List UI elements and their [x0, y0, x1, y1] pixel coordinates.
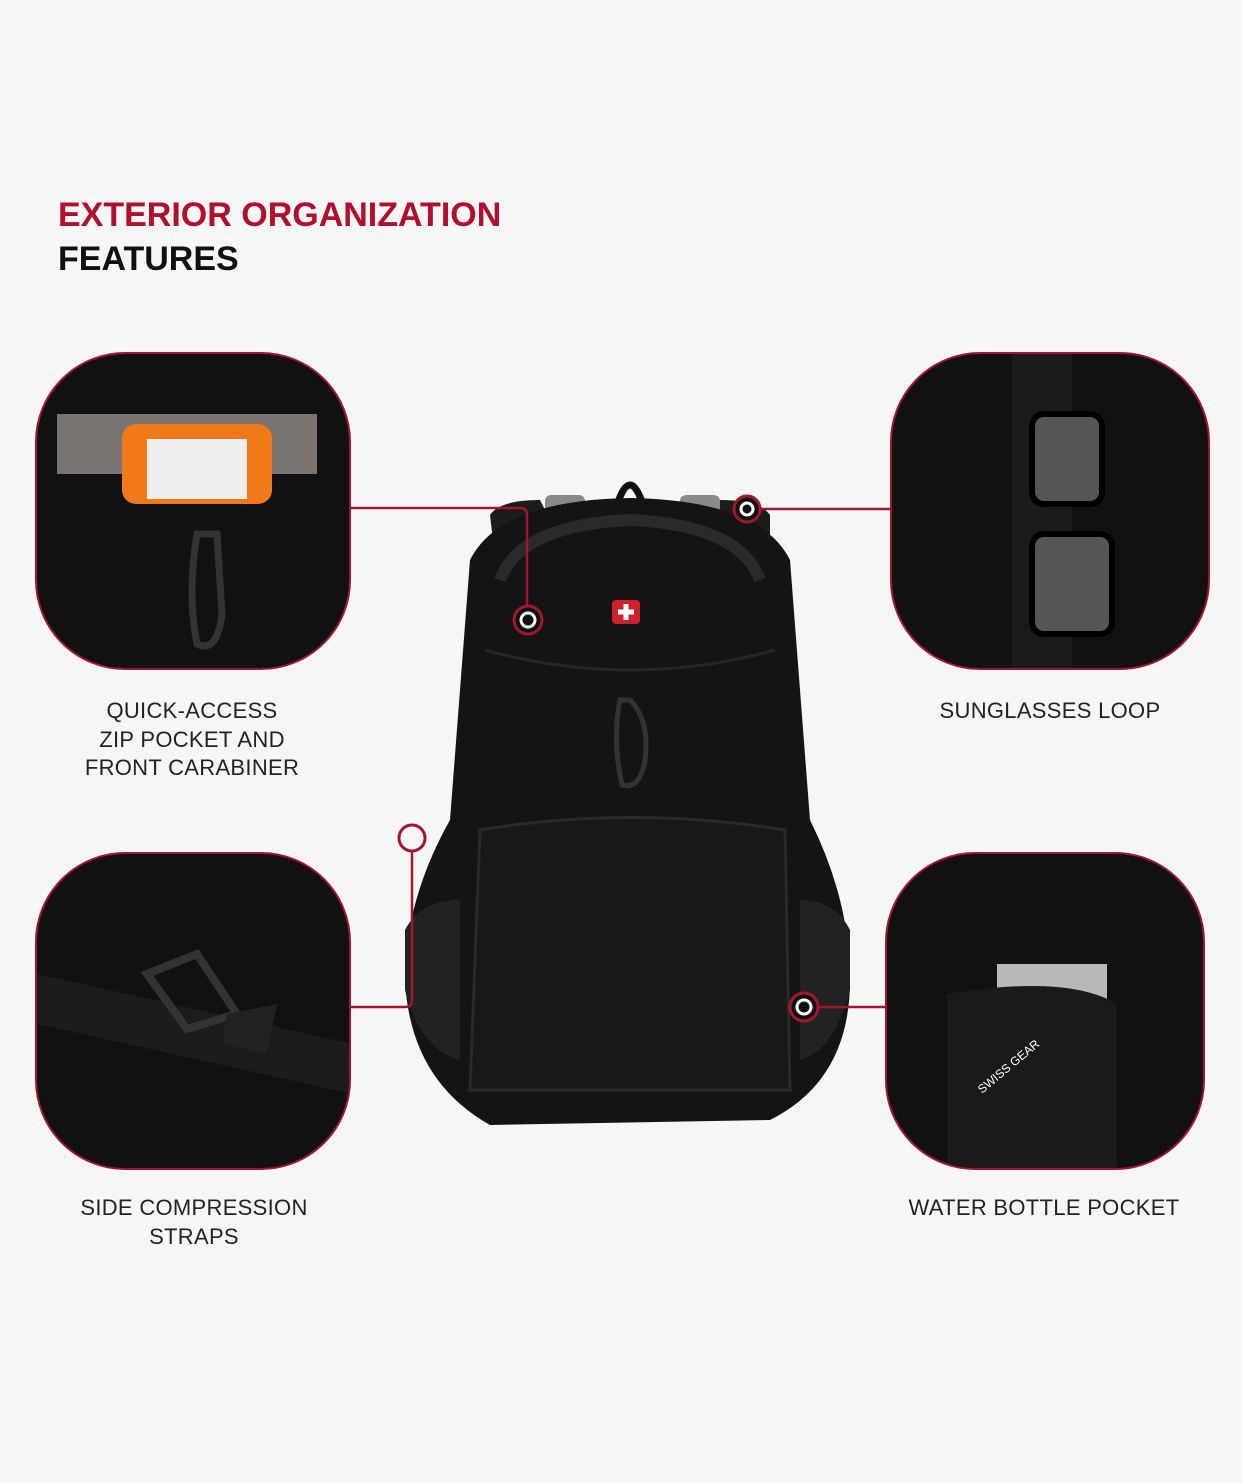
detail-image-sunglasses [890, 352, 1210, 670]
label-line: STRAPS [149, 1223, 239, 1249]
label-water-bottle: WATER BOTTLE POCKET [894, 1194, 1194, 1223]
label-line: WATER BOTTLE POCKET [908, 1195, 1180, 1220]
detail-image-quick-access [35, 352, 351, 670]
detail-image-side-compression [35, 852, 351, 1170]
heading-line-2: FEATURES [58, 240, 239, 278]
label-line: ZIP POCKET AND [99, 726, 285, 752]
detail-image-water-bottle: SWISS GEAR [885, 852, 1205, 1170]
hotspot-quick-access [512, 604, 544, 636]
hotspot-side-compression [397, 823, 427, 853]
label-sunglasses: SUNGLASSES LOOP [900, 697, 1200, 726]
label-line: SIDE COMPRESSION [80, 1195, 308, 1220]
hotspot-markers [397, 494, 820, 1023]
label-side-compression: SIDE COMPRESSION STRAPS [44, 1194, 344, 1251]
label-line: QUICK-ACCESS [106, 698, 278, 723]
label-line: SUNGLASSES LOOP [939, 698, 1161, 723]
label-line: FRONT CARABINER [84, 755, 300, 780]
hotspot-sunglasses [732, 494, 762, 524]
label-quick-access: QUICK-ACCESS ZIP POCKET AND FRONT CARABI… [42, 697, 342, 783]
hotspot-water-bottle [788, 991, 820, 1023]
heading-line-1: EXTERIOR ORGANIZATION [58, 196, 502, 234]
